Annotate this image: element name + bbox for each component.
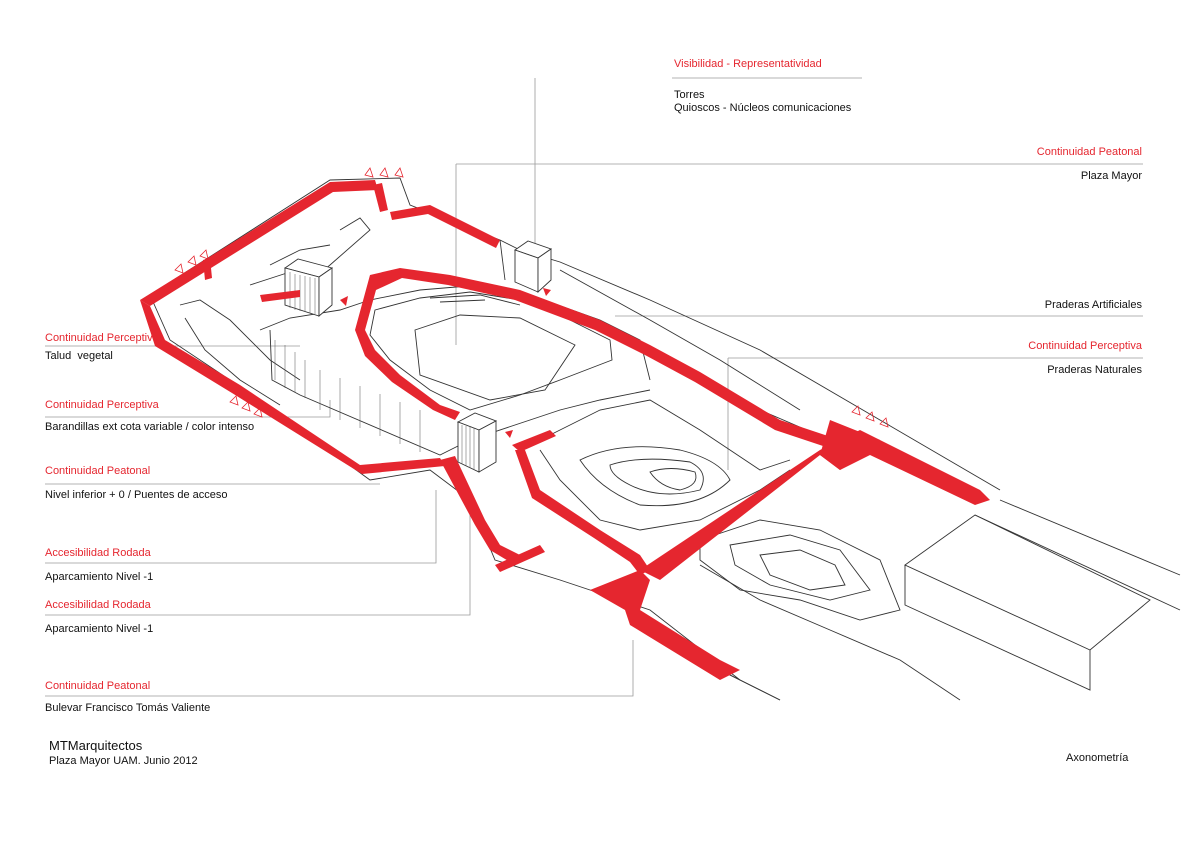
label-barandillas: Barandillas ext cota variable / color in…: [45, 421, 255, 433]
label-continuidad-peatonal-nivel-heading: Continuidad Peatonal: [45, 465, 151, 477]
leader-lines: [45, 77, 1143, 697]
red-paths: [140, 180, 990, 680]
label-visibilidad-line2: Quioscos - Núcleos comunicaciones: [674, 102, 852, 114]
label-aparcamiento-1: Aparcamiento Nivel -1: [45, 571, 154, 583]
label-talud-vegetal: Talud vegetal: [45, 350, 113, 362]
label-praderas-naturales: Praderas Naturales: [1047, 364, 1142, 376]
label-bulevar: Bulevar Francisco Tomás Valiente: [45, 702, 211, 714]
towers: [283, 240, 552, 473]
studio-name: MTMarquitectos: [49, 738, 143, 753]
label-accesibilidad-rodada-1-heading: Accesibilidad Rodada: [45, 547, 151, 559]
label-plaza-mayor: Plaza Mayor: [1080, 170, 1142, 182]
label-continuidad-perceptiva-barandillas-heading: Continuidad Perceptiva: [45, 399, 159, 411]
label-nivel-inferior: Nivel inferior + 0 / Puentes de acceso: [45, 489, 228, 501]
label-continuidad-peatonal-plaza-heading: Continuidad Peatonal: [1036, 146, 1142, 158]
label-continuidad-perceptiva-talud-heading: Continuidad Perceptiva: [45, 332, 159, 344]
project-name: Plaza Mayor UAM. Junio 2012: [49, 755, 198, 767]
label-praderas-artificiales: Praderas Artificiales: [1044, 299, 1142, 311]
label-accesibilidad-rodada-2-heading: Accesibilidad Rodada: [45, 599, 151, 611]
label-visibilidad-heading: Visibilidad - Representatividad: [674, 58, 822, 70]
site-linework: [149, 177, 1181, 701]
direction-markers: [340, 288, 551, 438]
label-aparcamiento-2: Aparcamiento Nivel -1: [45, 623, 154, 635]
label-continuidad-perceptiva-praderas-heading: Continuidad Perceptiva: [1028, 340, 1142, 352]
view-name: Axonometría: [1066, 752, 1129, 764]
label-continuidad-peatonal-bulevar-heading: Continuidad Peatonal: [45, 680, 151, 692]
small-triangle-markers: [174, 167, 889, 428]
label-visibilidad-line1: Torres: [674, 89, 705, 101]
